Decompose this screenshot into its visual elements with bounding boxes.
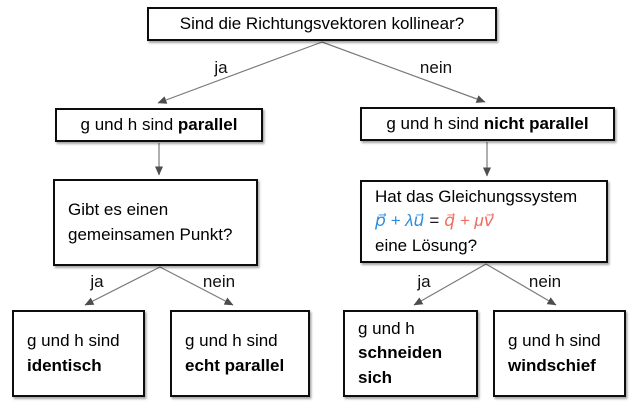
node-parallel: g und h sind parallel (55, 108, 263, 142)
node-windschief: g und h sind windschief (493, 310, 626, 397)
schneiden-line1: g und h (358, 318, 415, 338)
node-gleichungssystem-question: Hat das Gleichungssystem p⃗ + λu⃗=q⃗ + μ… (360, 180, 608, 263)
nicht-parallel-text-bold: nicht parallel (483, 113, 589, 133)
schneiden-bold2: sich (358, 367, 393, 387)
echt-parallel-bold: echt parallel (185, 355, 285, 375)
punkt-line2: gemeinsamen Punkt? (68, 224, 233, 244)
node-nicht-parallel: g und h sind nicht parallel (360, 107, 615, 141)
edge-label-nein-gleichungssystem: nein (528, 272, 562, 291)
gls-eq-rhs: q⃗ + μv⃗ (444, 211, 494, 231)
node-gemeinsamer-punkt-question: Gibt es einen gemeinsamen Punkt? (53, 179, 258, 266)
punkt-line1: Gibt es einen (68, 199, 169, 219)
node-echt-parallel: g und h sind echt parallel (170, 310, 310, 397)
identisch-bold: identisch (27, 355, 102, 375)
identisch-line1: g und h sind (27, 330, 120, 350)
windschief-bold: windschief (508, 355, 596, 375)
edge-label-nein-punkt: nein (202, 272, 236, 291)
nicht-parallel-text-normal: g und h sind (386, 113, 484, 133)
node-root-question: Sind die Richtungsvektoren kollinear? (147, 7, 497, 41)
node-identisch: g und h sind identisch (12, 310, 145, 397)
root-question-text: Sind die Richtungsvektoren kollinear? (179, 13, 465, 33)
edge-label-nein-root: nein (419, 58, 453, 77)
echt-parallel-line1: g und h sind (185, 330, 278, 350)
node-schneiden-sich: g und h schneiden sich (343, 310, 478, 397)
gls-eq-sign: = (429, 211, 440, 231)
edge-root-to-nicht-parallel (321, 41, 486, 103)
edge-root-to-parallel (157, 41, 323, 104)
edge-label-ja-gleichungssystem: ja (417, 272, 431, 291)
parallel-text-normal: g und h sind (80, 114, 178, 134)
gls-line1: Hat das Gleichungssystem (375, 186, 578, 206)
edge-label-ja-punkt: ja (90, 272, 104, 291)
windschief-line1: g und h sind (508, 330, 601, 350)
parallel-text: g und h sind parallel (81, 113, 238, 138)
parallel-text-bold: parallel (177, 114, 238, 134)
gls-eq-lhs: p⃗ + λu⃗ (375, 211, 425, 231)
gls-line3: eine Lösung? (375, 235, 478, 255)
edge-label-ja-root: ja (214, 58, 228, 77)
schneiden-bold1: schneiden (358, 343, 443, 363)
nicht-parallel-text: g und h sind nicht parallel (386, 112, 588, 137)
gls-equation: p⃗ + λu⃗=q⃗ + μv⃗ (375, 209, 494, 234)
